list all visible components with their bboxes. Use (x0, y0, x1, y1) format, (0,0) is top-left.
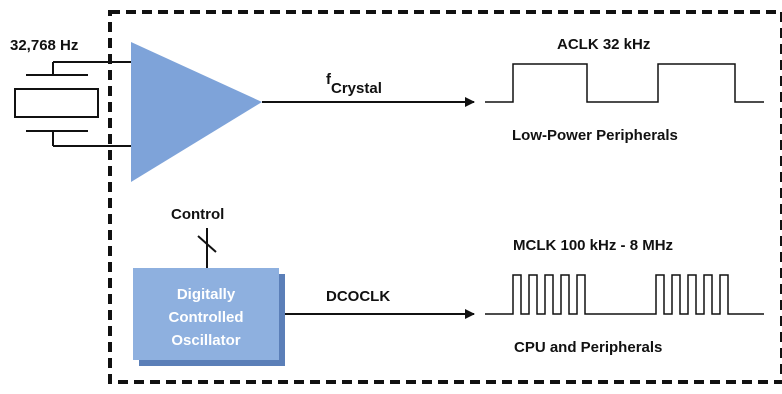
mclk-title: MCLK 100 kHz - 8 MHz (513, 237, 673, 254)
dco-signal-label: DCOCLK (326, 288, 390, 305)
aclk-consumer: Low-Power Peripherals (512, 127, 678, 144)
mclk-consumer: CPU and Peripherals (514, 339, 662, 356)
crystal-symbol (14, 61, 131, 147)
dco-block: Digitally Controlled Oscillator (133, 268, 285, 366)
dco-line-2: Controlled (169, 309, 244, 326)
control-label: Control (171, 206, 224, 223)
crystal-frequency-label: 32,768 Hz (10, 37, 78, 54)
mclk-waveform (485, 274, 764, 315)
crystal-signal-label: fCrystal (326, 71, 382, 97)
dco-line-1: Digitally (177, 286, 236, 303)
crystal-signal-main: f (326, 71, 332, 88)
crystal-signal-sub: Crystal (331, 80, 382, 97)
chip-boundary (108, 10, 782, 384)
aclk-title: ACLK 32 kHz (557, 36, 650, 53)
control-bus-slash (197, 235, 217, 253)
aclk-waveform (485, 63, 764, 103)
dco-line-3: Oscillator (171, 332, 240, 349)
oscillator-amplifier (131, 42, 262, 182)
